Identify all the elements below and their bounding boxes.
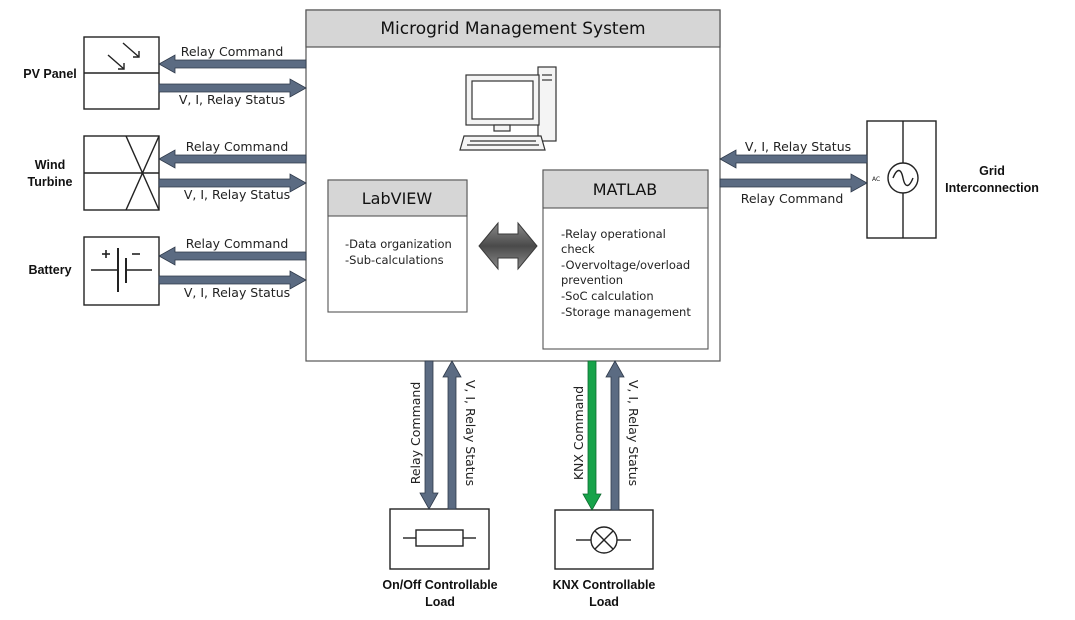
relay-command-arrow: Relay Command [719, 173, 868, 206]
battery-device [83, 236, 160, 306]
grid-label: Interconnection [945, 181, 1039, 195]
relay-command-label: Relay Command [186, 236, 289, 251]
relay-command-arrow-battery [158, 246, 307, 266]
status-label: V, I, Relay Status [179, 92, 285, 107]
knx-command-arrow [582, 360, 602, 511]
onoff-load-label: Load [425, 595, 455, 609]
bidirectional-arrow [478, 221, 538, 271]
status-label: V, I, Relay Status [626, 380, 641, 486]
relay-command-arrow-onoff [419, 360, 439, 510]
knx-load-label: KNX Controllable [553, 578, 656, 592]
matlab-box: MATLAB -Relay operational check -Overvol… [542, 169, 709, 350]
matlab-item: -Relay operational [561, 227, 666, 241]
wind-turbine-label: Turbine [28, 175, 73, 189]
matlab-item: -SoC calculation [561, 289, 654, 303]
relay-command-arrow: Relay Command [158, 44, 307, 74]
relay-command-arrow: Relay Command [158, 139, 307, 169]
status-arrow-pv [158, 78, 307, 98]
matlab-item: -Overvoltage/overload [561, 258, 690, 272]
status-arrow: V, I, Relay Status [158, 173, 307, 202]
matlab-item: check [561, 242, 595, 256]
onoff-load-label: On/Off Controllable [382, 578, 497, 592]
relay-command-arrow-grid [719, 173, 868, 193]
relay-command-label: Relay Command [181, 44, 284, 59]
relay-command-arrow: Relay Command [158, 236, 307, 266]
status-arrow: V, I, Relay Status [158, 78, 307, 107]
status-label: V, I, Relay Status [745, 139, 851, 154]
knx-load-label: Load [589, 595, 619, 609]
labview-title: LabVIEW [362, 189, 433, 208]
labview-item: -Sub-calculations [345, 253, 444, 267]
grid-ac-label: AC [872, 176, 880, 183]
relay-command-label: Relay Command [186, 139, 289, 154]
matlab-item: prevention [561, 273, 623, 287]
labview-item: -Data organization [345, 237, 452, 251]
status-arrow-grid [719, 149, 868, 169]
battery-label: Battery [28, 263, 71, 277]
computer-icon [459, 66, 557, 151]
wind-turbine-label: Wind [35, 158, 65, 172]
management-system-title: Microgrid Management System [380, 19, 645, 39]
status-arrow-wind [158, 173, 307, 193]
pv-panel-device [83, 36, 160, 110]
grid-label: Grid [979, 164, 1005, 178]
relay-command-label: Relay Command [741, 191, 844, 206]
relay-command-arrow-wind [158, 149, 307, 169]
status-arrow-battery [158, 270, 307, 290]
pv-panel-label: PV Panel [23, 67, 77, 81]
wind-turbine-device [83, 135, 160, 211]
grid-device [866, 120, 937, 239]
relay-command-label: Relay Command [408, 382, 423, 485]
status-arrow-knx [605, 360, 625, 511]
status-label: V, I, Relay Status [184, 285, 290, 300]
status-label: V, I, Relay Status [463, 380, 478, 486]
status-arrow-onoff [442, 360, 462, 510]
relay-command-arrow-pv [158, 54, 307, 74]
knx-load-device [554, 509, 654, 570]
knx-command-label: KNX Command [571, 386, 586, 480]
status-arrow: V, I, Relay Status [158, 270, 307, 300]
status-label: V, I, Relay Status [184, 187, 290, 202]
labview-box: LabVIEW -Data organization -Sub-calculat… [327, 179, 468, 313]
onoff-load-device [389, 508, 490, 570]
matlab-item: -Storage management [561, 305, 691, 319]
matlab-title: MATLAB [593, 180, 657, 199]
status-arrow: V, I, Relay Status [719, 139, 868, 169]
